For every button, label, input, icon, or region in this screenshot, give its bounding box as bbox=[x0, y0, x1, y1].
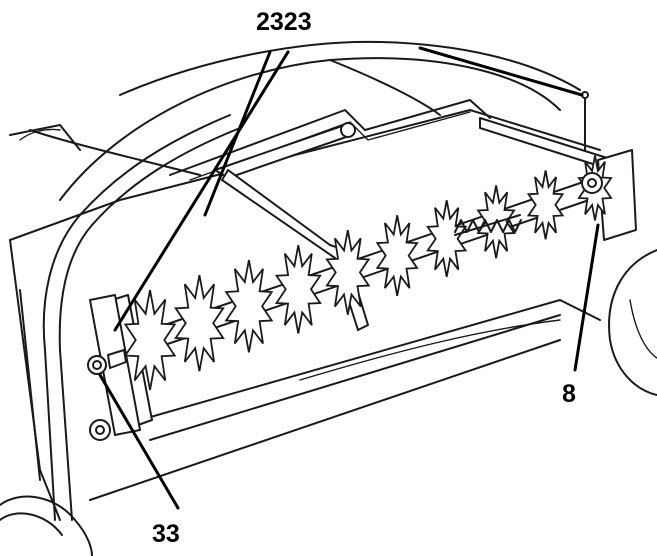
callout-33: 33 bbox=[152, 520, 180, 548]
side-plate-right bbox=[597, 149, 637, 241]
star-blade bbox=[375, 215, 419, 296]
spring bbox=[454, 214, 522, 236]
star-blade bbox=[274, 245, 322, 334]
bearing-nut bbox=[87, 349, 127, 441]
callout-2323: 2323 bbox=[256, 8, 312, 36]
right-end-cap bbox=[581, 172, 603, 194]
star-blade bbox=[325, 230, 371, 315]
star-blade bbox=[123, 289, 177, 391]
star-blade bbox=[224, 259, 274, 353]
leader-8 bbox=[573, 223, 600, 372]
leader-33 bbox=[98, 373, 180, 510]
star-blade bbox=[526, 170, 565, 240]
leader-2323-b bbox=[203, 50, 272, 217]
leader-2323-a bbox=[113, 50, 290, 332]
leader-lines bbox=[98, 46, 600, 510]
callout-8: 8 bbox=[562, 380, 576, 408]
leader-shaft bbox=[418, 46, 584, 97]
mower-housing bbox=[0, 40, 657, 556]
star-blade bbox=[174, 274, 225, 372]
